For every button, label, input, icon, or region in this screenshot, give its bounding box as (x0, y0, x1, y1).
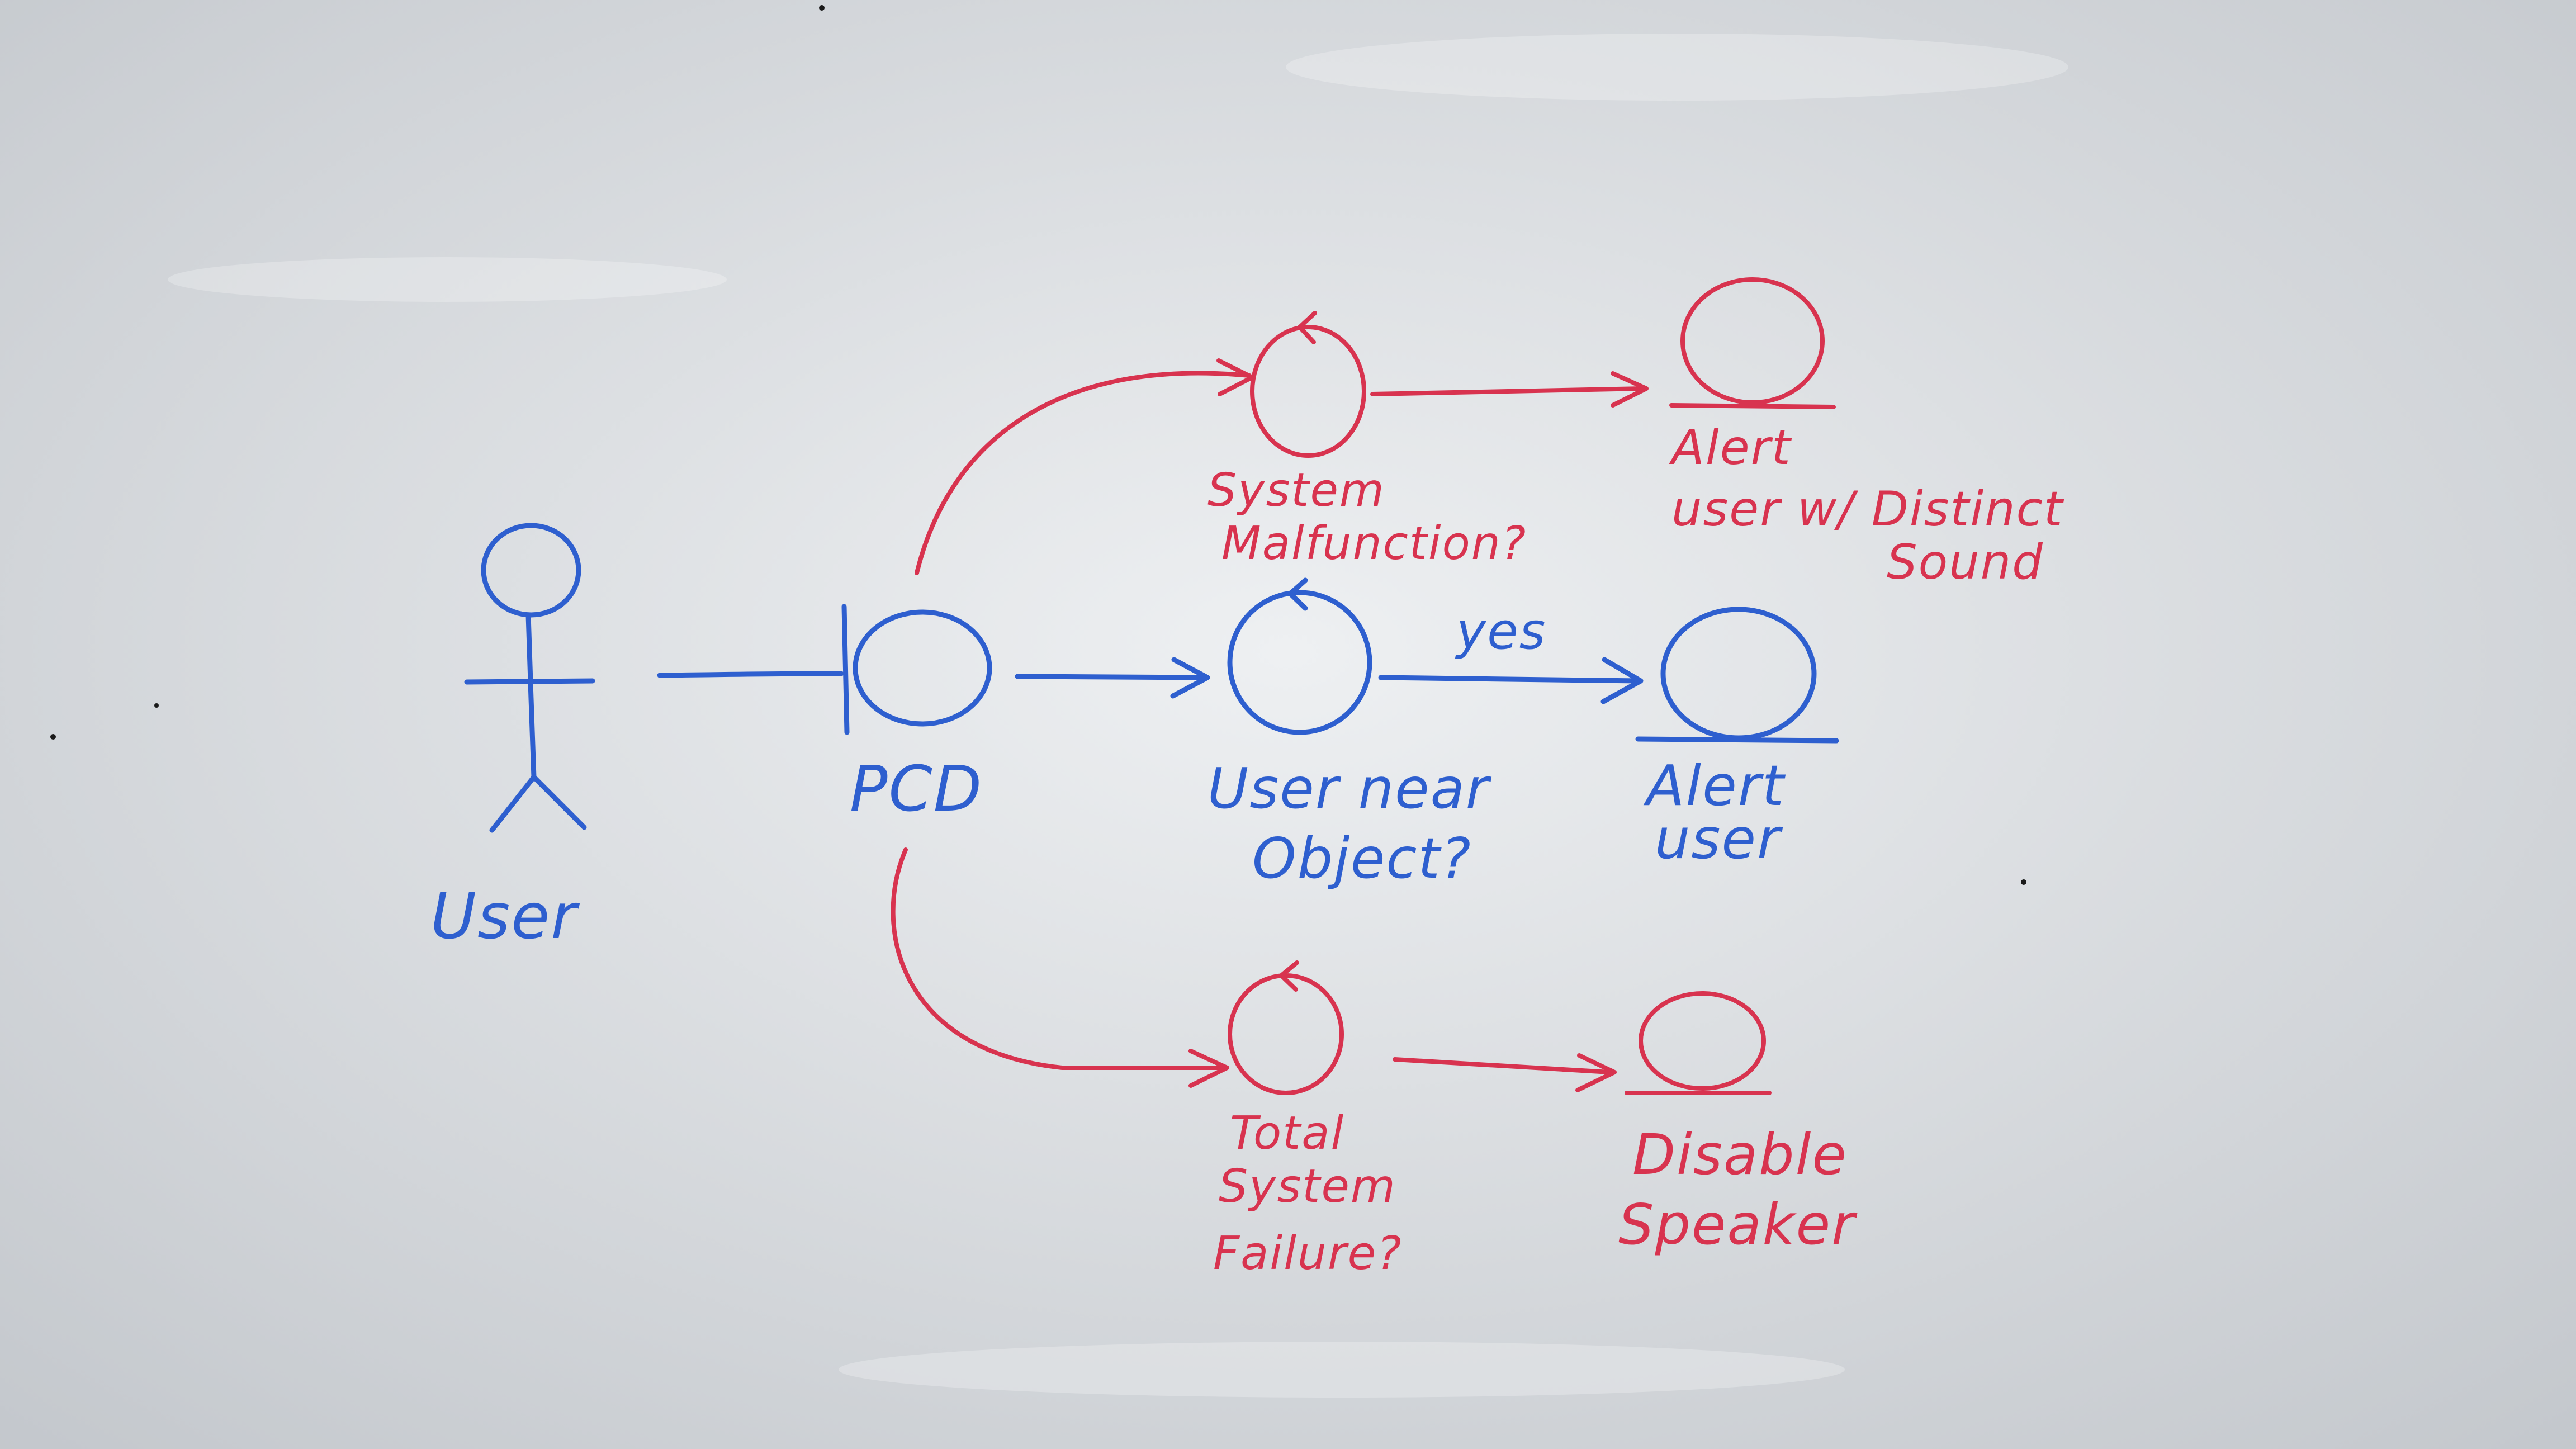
pcd-to-near-object-arrow (1015, 657, 1210, 699)
board-dots (50, 5, 2026, 885)
disable-speaker-entity-icon (1625, 991, 1772, 1095)
actor-to-pcd-line (657, 671, 844, 678)
pcd-label: PCD (850, 753, 983, 826)
total-system-failure-label-line2: System (1219, 1160, 1396, 1213)
pcd-to-failure-arrow (891, 847, 1229, 1088)
user-actor-icon (464, 523, 595, 833)
alert-distinct-label-line2: user w/ Distinct (1671, 481, 2064, 537)
system-malfunction-label-line2: Malfunction? (1221, 517, 1527, 570)
alert-distinct-label-line1: Alert (1669, 420, 1792, 476)
disable-speaker-label-line2: Speaker (1618, 1192, 1858, 1257)
near-object-to-alert-arrow (1378, 657, 1644, 704)
system-malfunction-label-line1: System (1208, 464, 1385, 517)
alert-distinct-entity-icon (1669, 277, 1836, 409)
user-actor-label: User (430, 880, 580, 953)
alert-user-label-line1: Alert (1643, 753, 1786, 818)
failure-to-disable-arrow (1393, 1053, 1617, 1092)
yes-edge-label: yes (1455, 602, 1547, 661)
user-near-object-label-line1: User near (1208, 756, 1492, 821)
total-system-failure-control-icon (1228, 960, 1344, 1095)
system-malfunction-control-icon (1250, 311, 1366, 458)
alert-user-entity-icon (1635, 607, 1839, 744)
alert-distinct-label-line3: Sound (1887, 534, 2044, 590)
disable-speaker-label-line1: Disable (1632, 1122, 1848, 1187)
total-system-failure-label-line1: Total (1230, 1107, 1344, 1160)
board-smudges (168, 34, 2068, 1398)
user-near-object-label-line2: Object? (1252, 826, 1472, 891)
malfunction-to-alert-distinct-arrow (1370, 371, 1649, 408)
user-near-object-control-icon (1227, 577, 1372, 735)
pcd-boundary-icon (841, 604, 992, 735)
alert-user-label-line2: user (1655, 806, 1783, 872)
total-system-failure-label-line3: Failure? (1213, 1227, 1403, 1280)
